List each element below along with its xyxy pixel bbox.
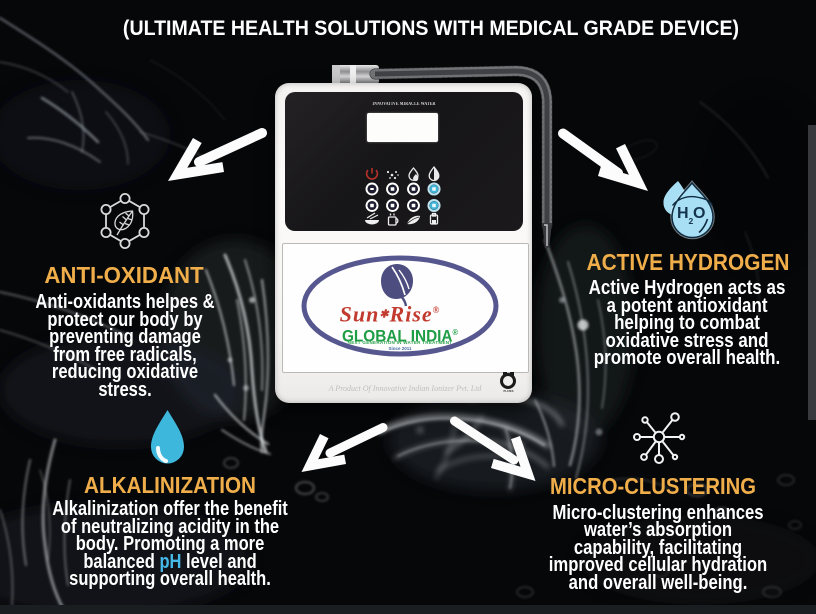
svg-text:2: 2 [689,216,694,226]
svg-text:PLATES: PLATES [503,389,513,393]
svg-text:O: O [693,205,705,222]
svg-text:H: H [677,205,689,222]
